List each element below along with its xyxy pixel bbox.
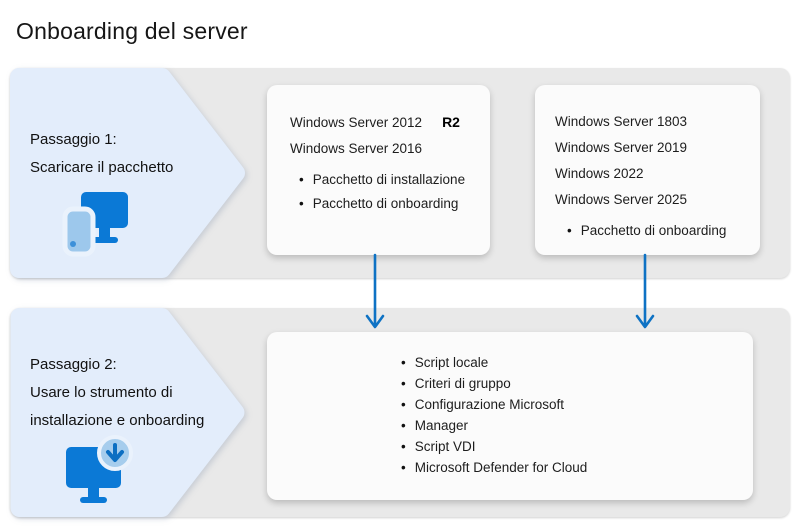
version-line: Windows Server 2016 xyxy=(290,141,423,156)
step2-label: Passaggio 2: Usare lo strumento di insta… xyxy=(30,351,204,435)
package-list: Pacchetto di installazione Pacchetto di … xyxy=(299,168,490,216)
step2-label-line1: Passaggio 2: xyxy=(30,356,117,373)
package-item: Pacchetto di onboarding xyxy=(299,192,490,216)
package-item: Pacchetto di onboarding xyxy=(567,219,760,243)
deployment-method-list: Script locale Criteri di gruppo Configur… xyxy=(401,352,753,478)
deployment-method-item: Script locale xyxy=(401,352,753,373)
r2-suffix: R2 xyxy=(442,114,460,130)
monitor-download-icon xyxy=(66,435,133,503)
deployment-method-item: Configurazione Microsoft xyxy=(401,394,753,415)
flow-arrow-right xyxy=(635,253,655,329)
step1-label-line1: Passaggio 1: xyxy=(30,131,117,148)
desktop-and-mobile-icon xyxy=(62,192,128,257)
deployment-method-item: Criteri di gruppo xyxy=(401,373,753,394)
flow-arrow-left xyxy=(365,253,385,329)
version-line: Windows Server 2019 xyxy=(555,140,688,155)
version-line: Windows 2022 xyxy=(555,166,644,181)
deployment-method-item: Manager xyxy=(401,415,753,436)
deployment-method-item: Microsoft Defender for Cloud xyxy=(401,457,753,478)
card-deployment-methods: Script locale Criteri di gruppo Configur… xyxy=(267,332,753,500)
card-windows-1803-2025: Windows Server 1803 Windows Server 2019 … xyxy=(535,85,760,255)
deployment-method-item: Script VDI xyxy=(401,436,753,457)
step2-label-line3: installazione e onboarding xyxy=(30,412,205,429)
step2-label-line2: Usare lo strumento di xyxy=(30,384,173,401)
package-item: Pacchetto di installazione xyxy=(299,168,490,192)
step1-label: Passaggio 1: Scaricare il pacchetto xyxy=(30,126,173,182)
card-windows-2012-2016: Windows Server 2012 R2 Windows Server 201… xyxy=(267,85,490,255)
version-line: Windows Server 2012 R2 xyxy=(290,109,490,136)
step1-label-line2: Scaricare il pacchetto xyxy=(30,159,174,176)
version-line: Windows Server 1803 xyxy=(555,114,688,129)
version-text: Windows Server 2012 xyxy=(290,115,423,130)
page-title: Onboarding del server xyxy=(16,18,248,44)
version-line: Windows Server 2025 xyxy=(555,192,688,207)
package-list: Pacchetto di onboarding xyxy=(567,219,760,243)
